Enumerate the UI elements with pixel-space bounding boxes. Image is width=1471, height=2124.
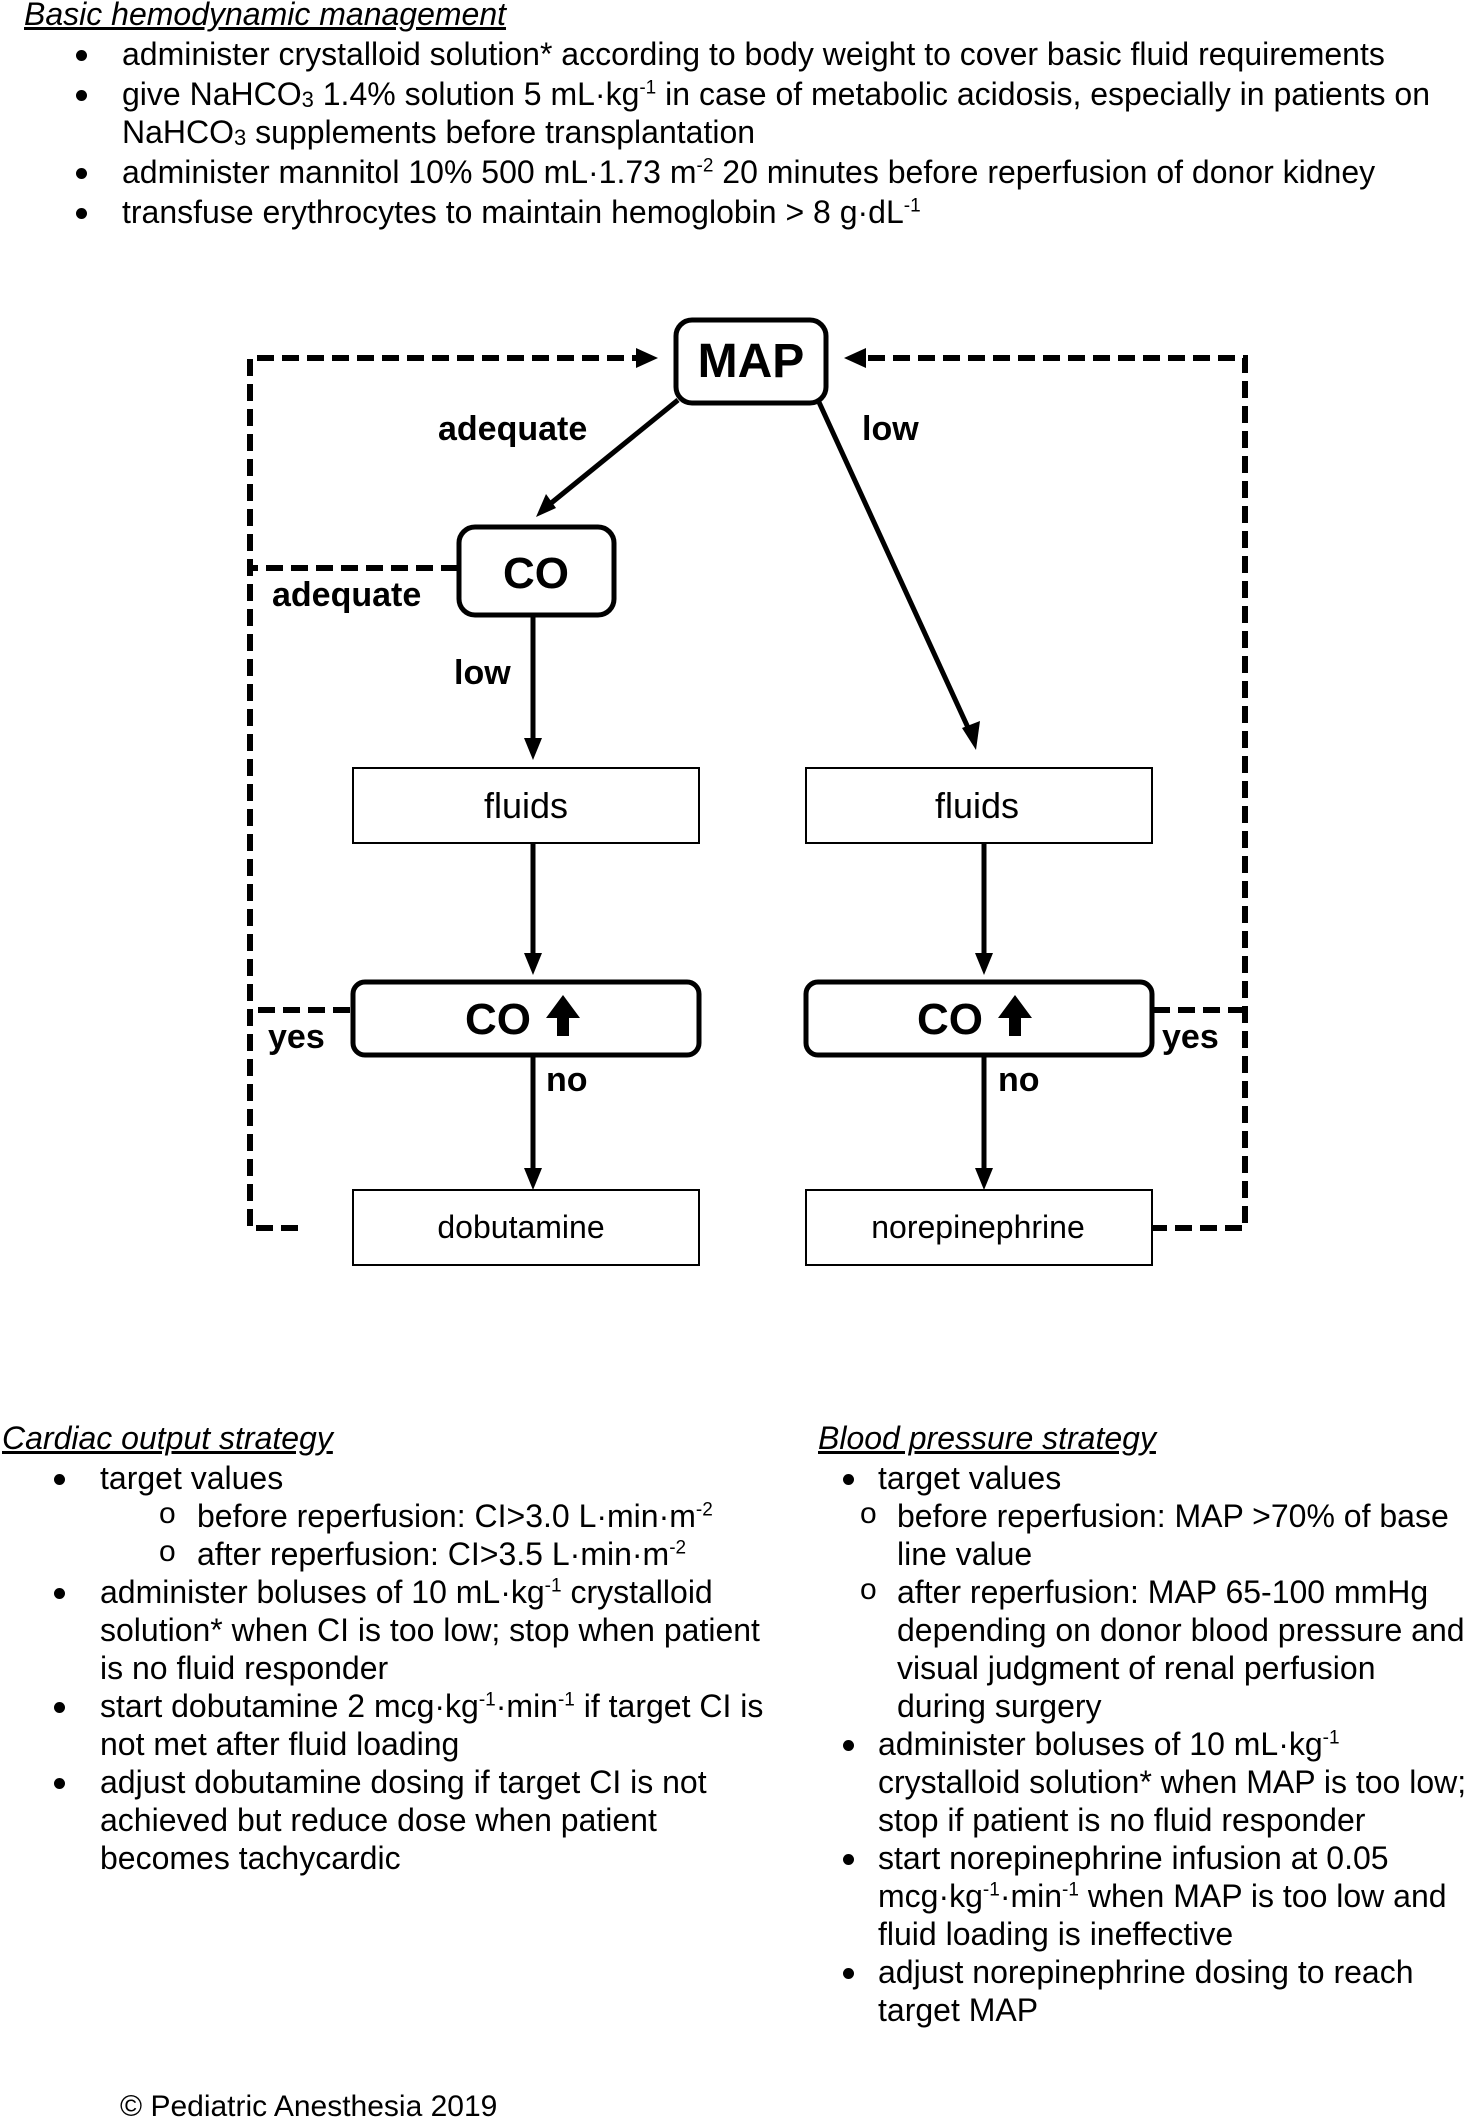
fluids-box-left [352, 767, 700, 844]
list-item: administer crystalloid solution* accordi… [76, 35, 1442, 73]
bullet-icon [54, 1778, 65, 1789]
sub-list-item-text: before reperfusion: CI>3.0 L·min·m-2 [197, 1498, 713, 1534]
edge-label-yes-left: yes [268, 1018, 325, 1056]
list-item: start norepinephrine infusion at 0.05 mc… [843, 1839, 1468, 1953]
circle-bullet-icon: o [159, 1497, 176, 1530]
dashed-line-right-outer [860, 355, 1248, 1231]
co-up-left-label: CO [465, 995, 531, 1044]
edge-label-no-left: no [546, 1061, 588, 1099]
list-item: administer boluses of 10 mL·kg-1 crystal… [54, 1573, 780, 1687]
arrow-map-to-co [548, 398, 680, 506]
list-item-text: administer boluses of 10 mL·kg-1 crystal… [100, 1574, 760, 1686]
list-item-text: adjust norepinephrine dosing to reach ta… [878, 1954, 1414, 2028]
map-box [673, 317, 829, 406]
blood-pressure-title: Blood pressure strategy [818, 1420, 1156, 1456]
dobutamine-label: dobutamine [437, 1209, 604, 1245]
fluids-left-label: fluids [484, 785, 568, 826]
sub-list-item: o after reperfusion: MAP 65-100 mmHg depe… [860, 1573, 1468, 1725]
edge-label-low-mid: low [454, 654, 511, 692]
sub-list-item: o after reperfusion: CI>3.5 L·min·m-2 [159, 1535, 780, 1573]
bullet-icon [76, 90, 87, 101]
bullet-icon [843, 1968, 854, 1979]
co-box [456, 524, 617, 618]
list-item-text: start norepinephrine infusion at 0.05 mc… [878, 1840, 1447, 1952]
arrow-map-to-fluids-right [815, 398, 973, 734]
list-item-text: give NaHCO3 1.4% solution 5 mL·kg-1 in c… [122, 76, 1431, 150]
co-label: CO [503, 549, 569, 598]
arrowhead-to-map-left [636, 348, 658, 368]
up-arrow-icon [546, 995, 580, 1036]
sub-list-item-text: after reperfusion: CI>3.5 L·min·m-2 [197, 1536, 687, 1572]
cardiac-output-title: Cardiac output strategy [2, 1420, 333, 1456]
co-up-box-right [803, 979, 1155, 1058]
bullet-icon [76, 208, 87, 219]
dobutamine-box [352, 1189, 700, 1266]
list-item-text: administer crystalloid solution* accordi… [122, 36, 1385, 72]
edge-label-adequate-left: adequate [272, 576, 421, 614]
bullet-icon [54, 1474, 65, 1485]
arrowhead-to-map-right [844, 348, 866, 368]
bullet-icon [54, 1588, 65, 1599]
sub-list-item-text: after reperfusion: MAP 65-100 mmHg depen… [897, 1574, 1465, 1724]
circle-bullet-icon: o [159, 1535, 176, 1568]
up-arrow-icon [998, 995, 1032, 1036]
sub-list: o before reperfusion: MAP >70% of base li… [860, 1497, 1468, 1725]
circle-bullet-icon: o [860, 1573, 877, 1606]
list-item: give NaHCO3 1.4% solution 5 mL·kg-1 in c… [76, 75, 1442, 151]
edge-label-yes-right: yes [1162, 1018, 1219, 1056]
list-item-text: start dobutamine 2 mcg·kg-1·min-1 if tar… [100, 1688, 764, 1762]
list-item: transfuse erythrocytes to maintain hemog… [76, 193, 1442, 231]
fluids-box-right [805, 767, 1153, 844]
bullet-icon [76, 168, 87, 179]
norepinephrine-box [805, 1189, 1153, 1266]
list-item-text: target values [878, 1460, 1062, 1496]
fluids-right-label: fluids [935, 785, 1019, 826]
list-item-text: target values [100, 1460, 284, 1496]
list-item: administer boluses of 10 mL·kg-1 crystal… [843, 1725, 1468, 1839]
list-item: adjust dobutamine dosing if target CI is… [54, 1763, 780, 1877]
list-item: adjust norepinephrine dosing to reach ta… [843, 1953, 1468, 2029]
hemodynamic-flowchart: MAP CO adequate low adequate low fluids … [247, 317, 1248, 1266]
bullet-icon [843, 1474, 854, 1485]
edge-label-adequate-top: adequate [438, 410, 587, 448]
list-item: start dobutamine 2 mcg·kg-1·min-1 if tar… [54, 1687, 780, 1763]
list-item-text: transfuse erythrocytes to maintain hemog… [122, 194, 921, 230]
sub-list-item: o before reperfusion: MAP >70% of base li… [860, 1497, 1468, 1573]
bullet-icon [843, 1854, 854, 1865]
sub-list-item: o before reperfusion: CI>3.0 L·min·m-2 [159, 1497, 780, 1535]
edge-label-low-top: low [862, 410, 919, 448]
list-item: administer mannitol 10% 500 mL·1.73 m-2 … [76, 153, 1442, 191]
list-item-text: administer mannitol 10% 500 mL·1.73 m-2 … [122, 154, 1376, 190]
circle-bullet-icon: o [860, 1497, 877, 1530]
list-item-text: administer boluses of 10 mL·kg-1 crystal… [878, 1726, 1467, 1838]
basic-management-list: administer crystalloid solution* accordi… [76, 35, 1442, 233]
sub-list-item-text: before reperfusion: MAP >70% of base lin… [897, 1498, 1449, 1572]
basic-management-title: Basic hemodynamic management [24, 0, 507, 32]
bullet-icon [76, 50, 87, 61]
list-item-text: adjust dobutamine dosing if target CI is… [100, 1764, 707, 1876]
bullet-icon [843, 1740, 854, 1751]
co-up-box-left [350, 979, 702, 1058]
map-label: MAP [698, 335, 805, 388]
copyright: © Pediatric Anesthesia 2019 [120, 2090, 498, 2123]
bullet-icon [54, 1702, 65, 1713]
norepinephrine-label: norepinephrine [871, 1209, 1085, 1245]
edge-label-no-right: no [998, 1061, 1040, 1099]
co-up-right-label: CO [917, 995, 983, 1044]
dashed-line-left-outer [247, 355, 640, 1231]
